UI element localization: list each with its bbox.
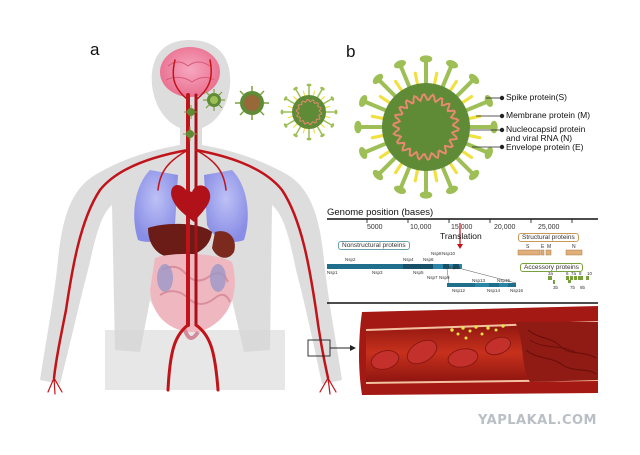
spike-tip: [372, 169, 384, 181]
nsp-label: Nsp6: [423, 257, 434, 262]
genome-tick: 20,000: [494, 224, 516, 231]
accessory-label: 3a: [548, 271, 554, 276]
spike-tip: [320, 133, 325, 138]
genome-tick: 5000: [367, 224, 383, 231]
genome-axis-title: Genome position (bases): [327, 207, 434, 218]
spike-tip: [419, 191, 433, 199]
structural-proteins-box: Structural proteins: [518, 233, 579, 242]
genome-tick: 15,000: [451, 224, 473, 231]
legend-spike-protein: Spike protein(S): [506, 92, 567, 102]
spike-tip: [354, 120, 362, 134]
structural-letter: M: [547, 244, 552, 250]
structural-letter: E: [541, 244, 545, 250]
spike-tip: [468, 169, 480, 181]
nsp-label: Nsp14: [487, 288, 501, 293]
nsp-label: Nsp8: [431, 251, 442, 256]
spike-tip: [419, 55, 433, 63]
spike-tip: [446, 185, 458, 194]
genome-map: [327, 218, 598, 304]
watermark: YAPLAKAL.COM: [478, 413, 597, 428]
accessory-label: 10: [587, 271, 593, 276]
nsp-label: Nsp15: [497, 278, 511, 283]
spike-tip: [334, 109, 338, 115]
accessory-label: 7b: [570, 285, 576, 290]
spike-tip: [306, 83, 312, 87]
legend-leader-lines: [470, 95, 505, 150]
nsp-label: Nsp5: [413, 270, 424, 275]
coronavirus-structure-illustration: [354, 55, 498, 199]
spike-tip: [306, 137, 312, 141]
spike-tip: [484, 147, 493, 159]
spike-tip: [446, 60, 458, 69]
spike-tip: [359, 95, 368, 107]
nonstructural-proteins-box: Nonstructural proteins: [338, 241, 410, 250]
nsp-label: Nsp11: [448, 265, 461, 270]
accessory-label: 8: [579, 271, 582, 276]
translation-label: Translation: [440, 231, 482, 241]
nsp-label: Nsp13: [472, 278, 486, 283]
lungs-illustration: [134, 170, 248, 242]
accessory-proteins-box: Accessory proteins: [520, 263, 583, 272]
spike-tip: [330, 96, 335, 101]
spike-tip: [330, 123, 335, 128]
accessory-label: 3b: [553, 285, 559, 290]
spike-tip: [394, 60, 406, 69]
nsp-label: Nsp9: [439, 275, 450, 280]
spike-tip: [283, 123, 288, 128]
legend-membrane-protein: Membrane protein (M): [506, 110, 591, 120]
spike-tip: [372, 73, 384, 85]
abdominal-organs: [148, 223, 235, 340]
spike-tip: [293, 133, 298, 138]
structural-letter: S: [526, 244, 530, 250]
nsp-label: Nsp4: [403, 257, 414, 262]
medium-virus-illustration: [280, 83, 338, 141]
spike-tip: [283, 96, 288, 101]
spike-tip: [280, 109, 284, 115]
nsp-label: Nsp2: [345, 257, 356, 262]
structural-letter: N: [572, 244, 576, 250]
accessory-label: 9b: [580, 285, 586, 290]
heart-illustration: [171, 184, 211, 222]
nsp-label: Nsp1: [327, 270, 338, 275]
genome-tick: 10,000: [410, 224, 432, 231]
nsp-label: Nsp12: [452, 288, 466, 293]
spike-tip: [468, 73, 480, 85]
genome-tick: 25,000: [538, 224, 560, 231]
legend-nucleocapsid-protein: Nucleocapsid protein and viral RNA (N): [506, 124, 586, 143]
blood-vessel-illustration: [307, 306, 599, 395]
nsp-label: Nsp10: [442, 251, 456, 256]
spike-tip: [359, 147, 368, 159]
spike-tip: [394, 185, 406, 194]
nsp-label: Nsp3: [372, 270, 383, 275]
spike-tip: [293, 86, 298, 91]
panel-label-b: b: [346, 42, 356, 61]
accessory-label: 7a: [571, 271, 577, 276]
panel-label-a: a: [90, 40, 100, 59]
nsp-label: Nsp7: [427, 275, 438, 280]
legend-envelope-protein: Envelope protein (E): [506, 142, 584, 152]
small-virus-group: [183, 86, 269, 141]
spike-tip: [490, 120, 498, 134]
spike-tip: [320, 86, 325, 91]
accessory-label: 6: [566, 271, 569, 276]
nsp-label: Nsp16: [510, 288, 524, 293]
